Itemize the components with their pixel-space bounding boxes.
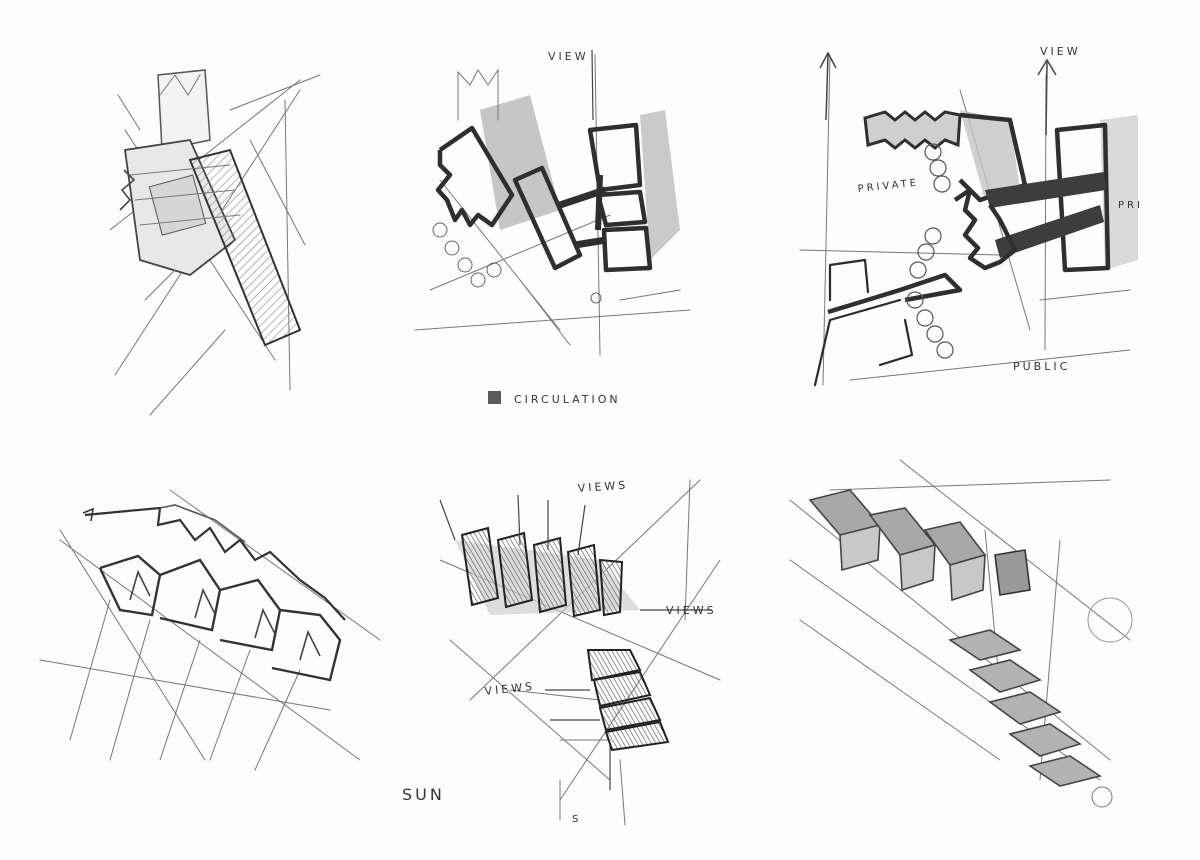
views-label-left: VIEWS (484, 680, 536, 698)
view-label-2: VIEW (548, 50, 589, 63)
private-label: PRIVATE (857, 178, 919, 195)
circulation-swatch (488, 391, 501, 404)
sun-label: SUN (402, 785, 445, 804)
sketch-2-plan: VIEW CIRCULATION (414, 49, 691, 406)
view-label-3: VIEW (1040, 45, 1081, 58)
south-label: S (572, 814, 581, 825)
views-label-top: VIEWS (577, 478, 628, 494)
sketch-3-plan: VIEW PRIVATE PRI PUBLIC (799, 45, 1143, 387)
sketch-5-views-axon: VIEWS VIEWS VIEWS SUN S (402, 478, 721, 826)
circulation-label: CIRCULATION (514, 393, 621, 406)
sketch-1-massing (109, 69, 321, 416)
private-label-right: PRI (1118, 200, 1143, 211)
sketch-4-zigzag-axon (39, 489, 381, 771)
sketch-6-stair-axon (789, 459, 1133, 808)
public-label: PUBLIC (1013, 360, 1070, 373)
views-label-right: VIEWS (666, 604, 717, 617)
